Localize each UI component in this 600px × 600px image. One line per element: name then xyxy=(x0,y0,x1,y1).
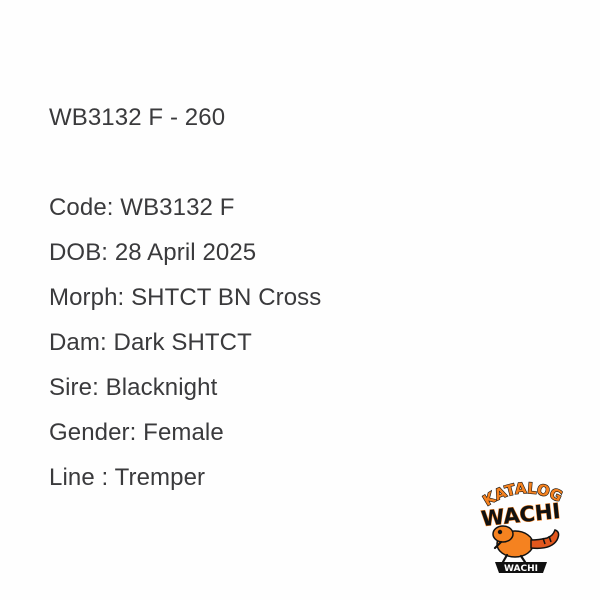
listing-title: WB3132 F - 260 xyxy=(49,104,226,131)
detail-gender: Gender: Female xyxy=(49,419,224,446)
logo-bottom-text: WACHI xyxy=(504,564,538,574)
detail-dob: DOB: 28 April 2025 xyxy=(49,239,257,266)
detail-sire: Sire: Blacknight xyxy=(49,374,218,401)
detail-code: Code: WB3132 F xyxy=(49,194,235,221)
detail-morph: Morph: SHTCT BN Cross xyxy=(49,284,322,311)
detail-dam: Dam: Dark SHTCT xyxy=(49,329,252,356)
detail-line: Line : Tremper xyxy=(49,464,206,491)
gecko-logo-icon: KATALOG WACHI WACHI xyxy=(479,478,566,574)
